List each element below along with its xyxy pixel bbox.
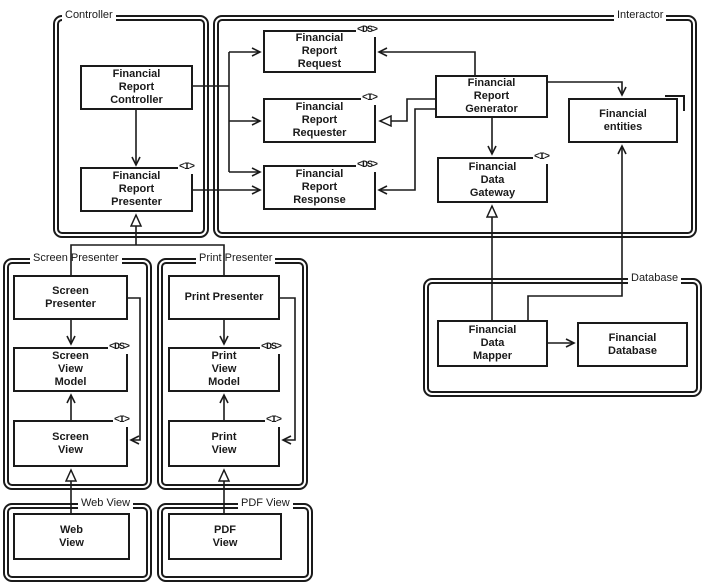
box-financial-report-presenter: <I> Financial Report Presenter bbox=[80, 162, 195, 212]
stereotype-ds-marker: <DS> bbox=[259, 342, 282, 354]
box-financial-report-request: <DS> Financial Report Request bbox=[263, 25, 378, 73]
collection-corner-icon bbox=[665, 95, 685, 111]
group-label-print-presenter: Print Presenter bbox=[196, 252, 276, 264]
box-label: Financial Report Response bbox=[293, 168, 346, 206]
box-label: Print View bbox=[211, 430, 237, 456]
group-label-screen-presenter: Screen Presenter bbox=[30, 252, 122, 264]
stereotype-interface-marker: <I> bbox=[177, 162, 195, 174]
stereotype-interface-marker: <I> bbox=[532, 152, 550, 164]
box-label: Financial Database bbox=[608, 331, 657, 357]
box-financial-entities: Financial entities bbox=[568, 95, 685, 143]
box-financial-report-generator: Financial Report Generator bbox=[435, 75, 548, 118]
stereotype-interface-marker: <I> bbox=[112, 415, 130, 427]
box-print-view: <I> Print View bbox=[168, 415, 282, 467]
box-screen-presenter: Screen Presenter bbox=[13, 275, 128, 320]
box-label: Financial Data Mapper bbox=[468, 324, 517, 362]
group-pdf-view bbox=[157, 503, 313, 582]
box-financial-report-response: <DS> Financial Report Response bbox=[263, 160, 378, 210]
box-label: Financial Report Controller bbox=[110, 68, 163, 106]
stereotype-interface-marker: <I> bbox=[264, 415, 282, 427]
box-print-view-model: <DS> Print View Model bbox=[168, 342, 282, 392]
box-financial-data-mapper: Financial Data Mapper bbox=[437, 320, 548, 367]
stereotype-ds-marker: <DS> bbox=[355, 25, 378, 37]
box-label: Screen Presenter bbox=[45, 284, 96, 310]
group-label-database: Database bbox=[628, 272, 682, 284]
box-label: Financial Report Generator bbox=[465, 77, 518, 115]
box-label: Screen View Model bbox=[52, 350, 89, 388]
box-print-presenter: Print Presenter bbox=[168, 275, 280, 320]
box-label: Financial Report Presenter bbox=[111, 170, 162, 208]
box-financial-database: Financial Database bbox=[577, 322, 688, 367]
box-screen-view-model: <DS> Screen View Model bbox=[13, 342, 130, 392]
box-label: Financial Report Requester bbox=[292, 101, 347, 139]
box-label: Print View Model bbox=[208, 350, 240, 388]
group-controller bbox=[53, 15, 209, 238]
group-interactor bbox=[213, 15, 697, 238]
box-web-view: Web View bbox=[13, 513, 130, 560]
box-screen-view: <I> Screen View bbox=[13, 415, 130, 467]
box-label: Financial Data Gateway bbox=[468, 160, 517, 199]
stereotype-interface-marker: <I> bbox=[360, 93, 378, 105]
group-label-pdf-view: PDF View bbox=[238, 497, 293, 509]
box-label: Financial entities bbox=[599, 107, 647, 133]
box-label: Screen View bbox=[52, 430, 89, 456]
group-label-controller: Controller bbox=[62, 9, 116, 21]
box-financial-report-requester: <I> Financial Report Requester bbox=[263, 93, 378, 143]
box-financial-report-controller: Financial Report Controller bbox=[80, 65, 193, 110]
box-pdf-view: PDF View bbox=[168, 513, 282, 560]
box-label: Web View bbox=[59, 523, 84, 549]
stereotype-ds-marker: <DS> bbox=[107, 342, 130, 354]
stereotype-ds-marker: <DS> bbox=[355, 160, 378, 172]
group-web-view bbox=[3, 503, 152, 582]
group-label-web-view: Web View bbox=[78, 497, 134, 509]
box-label: Financial Report Request bbox=[295, 32, 344, 70]
group-label-interactor: Interactor bbox=[614, 9, 667, 21]
box-label: PDF View bbox=[212, 523, 238, 549]
box-financial-data-gateway: <I> Financial Data Gateway bbox=[437, 152, 550, 203]
box-label: Print Presenter bbox=[184, 291, 264, 303]
